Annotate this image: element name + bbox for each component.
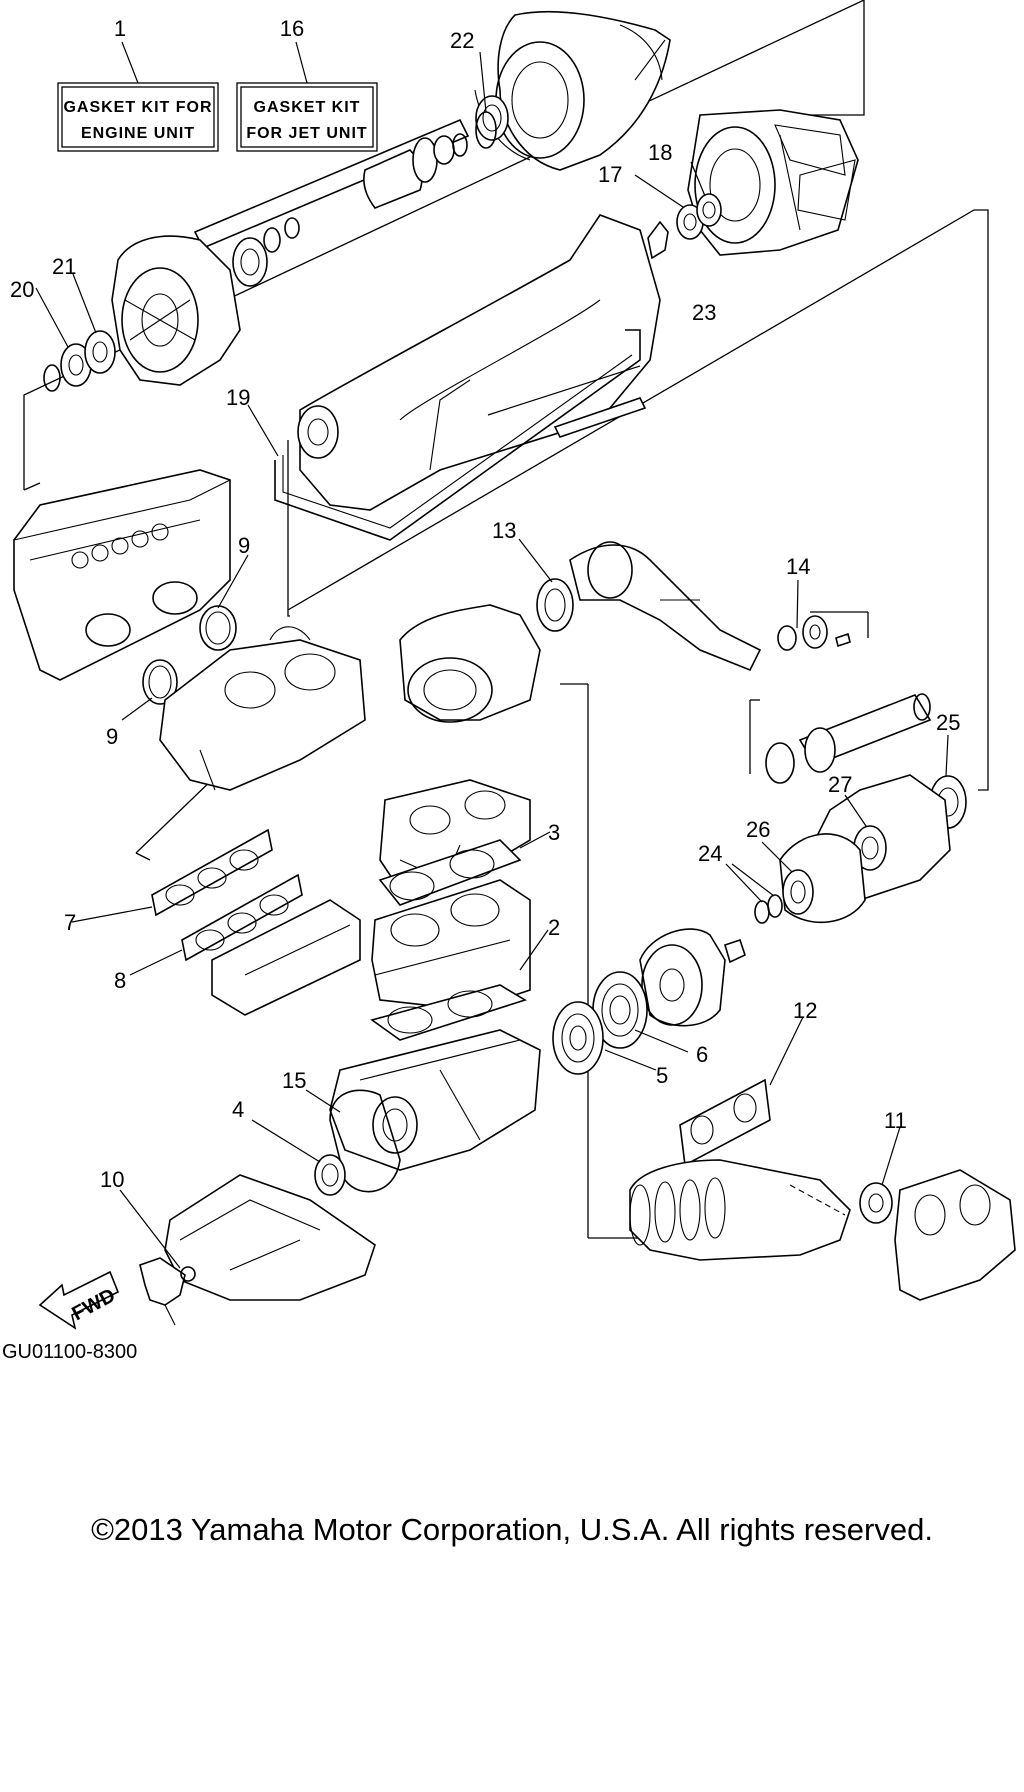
callout-22: 22	[450, 28, 474, 53]
water-hose	[765, 693, 932, 784]
exhaust-muffler	[629, 1159, 851, 1261]
callout-24: 24	[698, 841, 722, 866]
callout-12: 12	[793, 998, 817, 1023]
kit-jet-line2: FOR JET UNIT	[246, 125, 367, 142]
callout-25: 25	[936, 710, 960, 735]
coupling	[639, 928, 746, 1027]
exhaust-chamber	[399, 604, 541, 723]
callout-9-upper: 9	[238, 533, 250, 558]
base-gasket-2	[370, 984, 527, 1041]
drive-shaft-assembly	[193, 95, 509, 287]
gasket-kit-engine-box: GASKET KIT FOR ENGINE UNIT 1	[57, 16, 219, 152]
callout-3: 3	[548, 820, 560, 845]
jet-pump-housing	[474, 10, 671, 171]
exhaust-pipe	[569, 541, 762, 672]
coupler-housing	[779, 774, 951, 924]
callout-8: 8	[114, 968, 126, 993]
callout-16: 16	[280, 16, 304, 41]
seals-9	[142, 605, 237, 705]
gasket-kit-jet-box: GASKET KIT FOR JET UNIT 16	[236, 16, 378, 152]
oil-seal-4	[314, 1154, 346, 1196]
callout-numbers: 22 23 17 18 19 20 21 13 14 9 9 3 2 7 8 5…	[10, 28, 960, 1192]
callout-20: 20	[10, 277, 34, 302]
crankcase	[329, 1029, 541, 1171]
callout-23: 23	[692, 300, 716, 325]
callout-6: 6	[696, 1042, 708, 1067]
callout-7: 7	[64, 910, 76, 935]
callout-leaders	[35, 51, 949, 1269]
gasket-11	[859, 1182, 893, 1224]
kit-jet-line1: GASKET KIT	[254, 99, 361, 116]
manifold-gaskets-7-8	[151, 828, 303, 962]
callout-1: 1	[114, 16, 126, 41]
gasket-14	[777, 615, 851, 651]
reed-valves	[211, 899, 361, 1016]
callout-9-lower: 9	[106, 724, 118, 749]
gasket-13	[536, 578, 574, 632]
forward-arrow: FWD	[38, 1270, 120, 1330]
callout-26: 26	[746, 817, 770, 842]
kit-engine-line1: GASKET KIT FOR	[63, 99, 212, 116]
callout-5: 5	[656, 1063, 668, 1088]
oil-seals-5-6	[552, 971, 648, 1075]
strip-23	[553, 397, 647, 438]
gasket-19	[274, 329, 641, 541]
jet-intake-duct	[297, 214, 661, 511]
impeller-housing	[687, 109, 859, 256]
gasket-12	[679, 1078, 771, 1167]
callout-18: 18	[648, 140, 672, 165]
callout-2: 2	[548, 915, 560, 940]
callout-17: 17	[598, 162, 622, 187]
callout-11: 11	[884, 1108, 907, 1133]
oil-seals-17-18	[647, 193, 722, 260]
callout-15: 15	[282, 1068, 306, 1093]
o-rings-24	[754, 894, 783, 924]
callout-10: 10	[100, 1167, 124, 1192]
intermediate-housing	[111, 235, 241, 386]
carburetor-assembly	[159, 626, 366, 791]
head-gasket-3	[378, 839, 522, 906]
callout-19: 19	[226, 385, 250, 410]
lower-crankcase	[164, 1174, 376, 1301]
gasket-15	[329, 1089, 401, 1193]
callout-13: 13	[492, 518, 516, 543]
callout-14: 14	[786, 554, 810, 579]
kit-engine-line2: ENGINE UNIT	[81, 125, 195, 142]
copyright-notice: ©2013 Yamaha Motor Corporation, U.S.A. A…	[91, 1512, 933, 1547]
callout-27: 27	[828, 772, 852, 797]
callout-21: 21	[52, 254, 76, 279]
exhaust-manifold	[894, 1169, 1016, 1301]
reference-code: GU01100-8300	[2, 1341, 137, 1363]
air-box	[13, 469, 231, 681]
callout-4: 4	[232, 1097, 244, 1122]
sensor-10	[139, 1257, 196, 1326]
bearings-20-21	[43, 330, 116, 392]
